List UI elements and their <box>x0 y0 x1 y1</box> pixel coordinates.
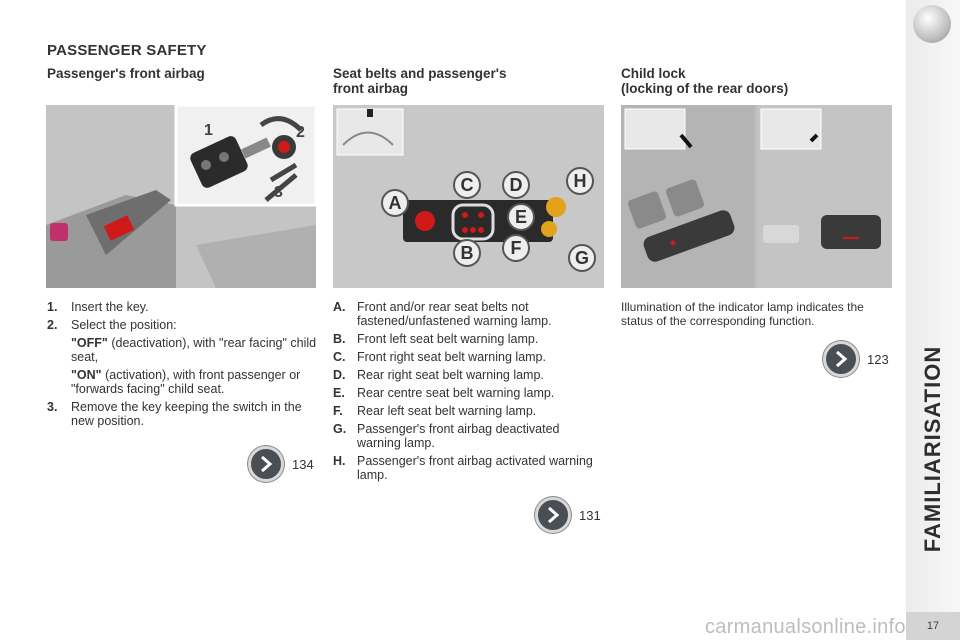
list-item: G. Passenger's front airbag deactivated w… <box>333 422 605 450</box>
sub-item-text: (activation), with front passenger or "f… <box>71 368 301 396</box>
page-reference-number: 131 <box>579 507 601 523</box>
item-letter: G. <box>333 422 347 436</box>
item-text: Passenger's front airbag deactivated war… <box>357 422 560 450</box>
page-number: 17 <box>906 612 960 640</box>
callout-D: D <box>510 175 523 195</box>
chevron-right-icon <box>823 341 859 377</box>
item-text: Front left seat belt warning lamp. <box>357 332 539 346</box>
callout-3: 3 <box>274 184 283 201</box>
page-reference-number: 123 <box>867 351 889 367</box>
brand-logo-icon <box>913 5 951 43</box>
item-text: Remove the key keeping the switch in the… <box>71 400 302 428</box>
chapter-label: FAMILIARISATION <box>920 345 945 553</box>
seatbelt-panel-photo: A B C D E F G H <box>333 105 604 288</box>
item-letter: C. <box>333 350 346 364</box>
seatbelt-legend: A. Front and/or rear seat belts not faste… <box>333 300 605 486</box>
list-item: A. Front and/or rear seat belts not faste… <box>333 300 605 328</box>
list-item: 2. Select the position: <box>47 318 317 332</box>
section-heading-airbag: Passenger's front airbag <box>47 66 205 81</box>
callout-F: F <box>511 238 522 258</box>
callout-C: C <box>461 175 474 195</box>
item-number: 2. <box>47 318 58 332</box>
callout-E: E <box>515 207 527 227</box>
sub-item-text: (deactivation), with "rear facing" child… <box>71 336 317 364</box>
list-item: D. Rear right seat belt warning lamp. <box>333 368 605 382</box>
item-text: Front right seat belt warning lamp. <box>357 350 546 364</box>
section-heading-childlock: Child lock (locking of the rear doors) <box>621 66 789 96</box>
item-number: 3. <box>47 400 58 414</box>
item-letter: B. <box>333 332 346 346</box>
item-text: Passenger's front airbag activated warni… <box>357 454 593 482</box>
item-letter: D. <box>333 368 346 382</box>
list-item: B. Front left seat belt warning lamp. <box>333 332 605 346</box>
item-letter: H. <box>333 454 346 468</box>
page-reference-seatbelts[interactable]: 131 <box>535 497 601 533</box>
list-item: H. Passenger's front airbag activated war… <box>333 454 605 482</box>
item-text: Insert the key. <box>71 300 149 314</box>
item-text: Front and/or rear seat belts not fastene… <box>357 300 552 328</box>
item-letter: E. <box>333 386 345 400</box>
side-tab <box>906 0 960 640</box>
callout-H: H <box>574 171 587 191</box>
sub-item-label: "ON" <box>71 368 102 382</box>
item-letter: F. <box>333 404 343 418</box>
callout-G: G <box>575 248 589 268</box>
list-item: C. Front right seat belt warning lamp. <box>333 350 605 364</box>
callout-B: B <box>461 243 474 263</box>
list-item: F. Rear left seat belt warning lamp. <box>333 404 605 418</box>
watermark: carmanualsonline.info <box>705 616 906 638</box>
item-text: Rear centre seat belt warning lamp. <box>357 386 555 400</box>
sub-item-label: "OFF" <box>71 336 108 350</box>
chevron-right-icon <box>535 497 571 533</box>
list-item: 3. Remove the key keeping the switch in … <box>47 400 317 428</box>
callout-2: 2 <box>296 124 305 141</box>
sub-item-on: "ON" (activation), with front passenger … <box>71 368 317 396</box>
item-text: Rear right seat belt warning lamp. <box>357 368 544 382</box>
section-heading-seatbelts: Seat belts and passenger's front airbag <box>333 66 507 96</box>
item-text: Select the position: <box>71 318 177 332</box>
sub-item-off: "OFF" (deactivation), with "rear facing"… <box>71 336 317 364</box>
callout-1: 1 <box>204 122 213 139</box>
item-number: 1. <box>47 300 58 314</box>
list-item: E. Rear centre seat belt warning lamp. <box>333 386 605 400</box>
page-reference-childlock[interactable]: 123 <box>823 341 889 377</box>
callout-A: A <box>389 193 402 213</box>
list-item: 1. Insert the key. <box>47 300 317 314</box>
child-lock-description: Illumination of the indicator lamp indic… <box>621 300 864 328</box>
page-reference-number: 134 <box>292 456 314 472</box>
item-text: Rear left seat belt warning lamp. <box>357 404 537 418</box>
child-lock-photo <box>621 105 892 288</box>
page-reference-airbag[interactable]: 134 <box>248 446 314 482</box>
page-title: PASSENGER SAFETY <box>47 42 207 59</box>
chevron-right-icon <box>248 446 284 482</box>
airbag-switch-photo: 1 2 3 <box>46 105 316 288</box>
airbag-instructions: 1. Insert the key. 2. Select the positio… <box>47 300 317 432</box>
item-letter: A. <box>333 300 346 314</box>
